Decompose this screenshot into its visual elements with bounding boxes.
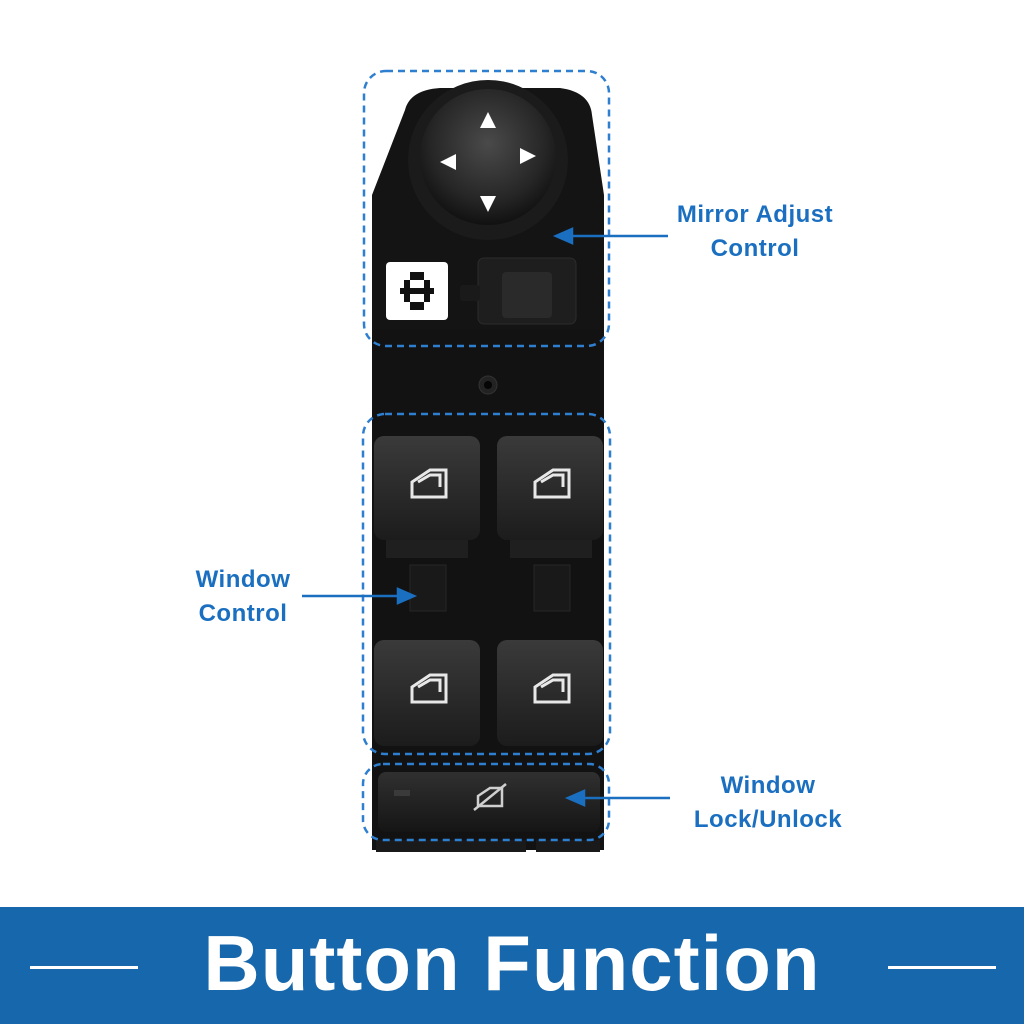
window-label-line2: Control <box>198 600 288 627</box>
banner-rule-left <box>30 966 138 969</box>
mechanism-post-right <box>533 564 571 612</box>
lock-indicator-led <box>394 790 410 796</box>
title-banner: Button Function <box>0 907 1024 1024</box>
banner-rule-right <box>888 966 996 969</box>
window-button-rear-left[interactable] <box>374 640 480 746</box>
mirror-select-glyph <box>400 272 434 310</box>
arrow-right-icon <box>520 148 536 164</box>
mirror-fold-button[interactable] <box>502 272 552 318</box>
panel-foot-left <box>376 840 526 852</box>
button-hinge-left <box>386 540 468 558</box>
window-arrow <box>302 587 418 605</box>
mirror-adjust-label: Mirror Adjust Control <box>650 198 860 266</box>
window-control-label: Window Control <box>168 563 318 631</box>
window-button-front-right[interactable] <box>497 436 603 540</box>
window-door-icon <box>533 468 571 499</box>
arrow-up-icon <box>480 112 496 128</box>
lock-label-line1: Window <box>720 772 816 799</box>
window-label-line1: Window <box>195 566 291 593</box>
panel-foot-right <box>536 840 600 852</box>
mirror-arrow <box>552 227 668 245</box>
mirror-joystick-icon[interactable] <box>420 89 556 225</box>
window-button-front-left[interactable] <box>374 436 480 540</box>
mirror-label-line1: Mirror Adjust <box>676 201 834 228</box>
window-lock-button[interactable] <box>378 772 600 832</box>
window-button-rear-right[interactable] <box>497 640 603 746</box>
window-door-icon <box>410 673 448 704</box>
window-door-icon <box>410 468 448 499</box>
mirror-fold-tab <box>460 285 480 301</box>
window-door-icon <box>533 673 571 704</box>
window-lock-label: Window Lock/Unlock <box>668 769 868 837</box>
banner-title: Button Function <box>203 919 821 1007</box>
screw-hole-inner <box>484 381 492 389</box>
arrow-left-icon <box>440 154 456 170</box>
mechanism-post-left <box>409 564 447 612</box>
window-control-highlight <box>361 412 612 756</box>
lock-label-line2: Lock/Unlock <box>693 806 843 833</box>
mirror-label-line2: Control <box>710 235 800 262</box>
window-lock-icon <box>473 783 507 811</box>
lock-arrow <box>564 789 670 807</box>
arrow-down-icon <box>480 196 496 212</box>
lock-control-highlight <box>361 762 611 842</box>
button-hinge-right <box>510 540 592 558</box>
mirror-control-highlight <box>362 69 611 348</box>
